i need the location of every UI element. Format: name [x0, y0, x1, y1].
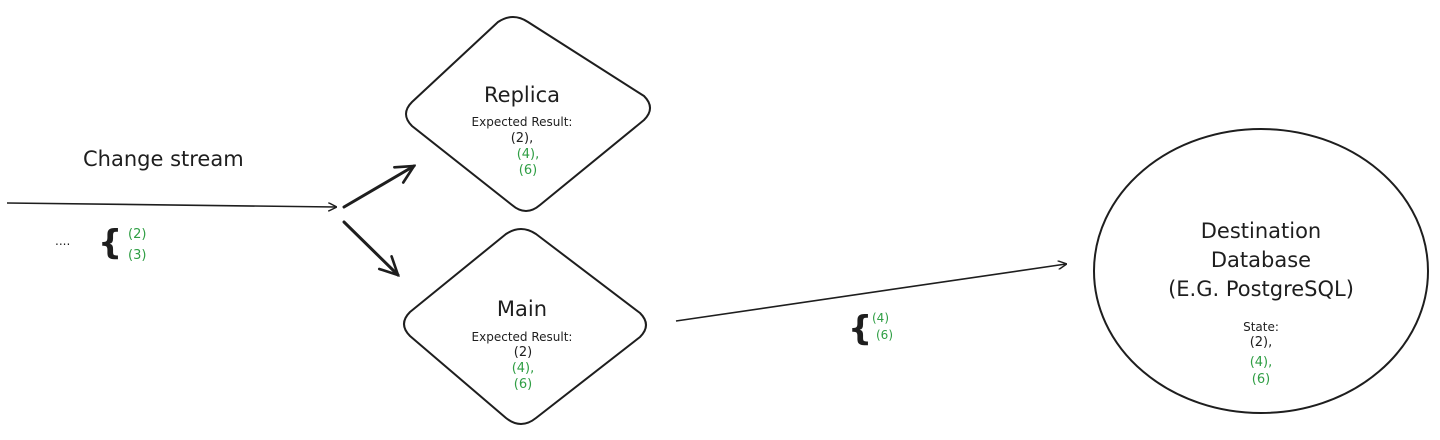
stream-ellipsis: ....: [55, 234, 71, 248]
transfer-value-2: (6): [876, 328, 893, 342]
replica-value-2: (4),: [516, 147, 540, 162]
transfer-value-1: (4): [872, 311, 889, 325]
stream-value-2: (3): [128, 248, 147, 263]
destination-node-shape: [1093, 128, 1429, 414]
stream-brace-icon: {: [98, 223, 123, 263]
main-value-2: (4),: [511, 361, 535, 376]
destination-title-line-1: Destination: [1200, 219, 1322, 243]
destination-value-3: (6): [1251, 372, 1271, 387]
stream-value-1: (2): [128, 227, 147, 242]
main-subtitle: Expected Result:: [471, 330, 573, 344]
main-value-1: (2): [513, 345, 533, 360]
replica-title: Replica: [484, 83, 560, 107]
destination-value-2: (4),: [1249, 355, 1273, 370]
replica-value-3: (6): [518, 163, 538, 178]
destination-subtitle: State:: [1243, 320, 1279, 334]
change-stream-title: Change stream: [83, 147, 244, 171]
replica-node-shape: [405, 16, 651, 212]
replica-subtitle: Expected Result:: [471, 115, 573, 129]
destination-value-1: (2),: [1249, 335, 1273, 350]
main-value-3: (6): [513, 377, 533, 392]
destination-title-line-2: Database: [1210, 248, 1312, 272]
fork-arrow-replica: [342, 164, 414, 209]
main-to-destination-arrow: [675, 264, 1066, 322]
destination-title-line-3: (E.G. PostgreSQL): [1168, 277, 1354, 301]
transfer-brace-icon: {: [848, 309, 873, 349]
change-stream-arrow: [6, 202, 336, 207]
main-title: Main: [496, 297, 548, 321]
fork-arrow-main: [342, 220, 398, 275]
replica-value-1: (2),: [510, 131, 534, 146]
main-node-shape: [403, 228, 647, 425]
